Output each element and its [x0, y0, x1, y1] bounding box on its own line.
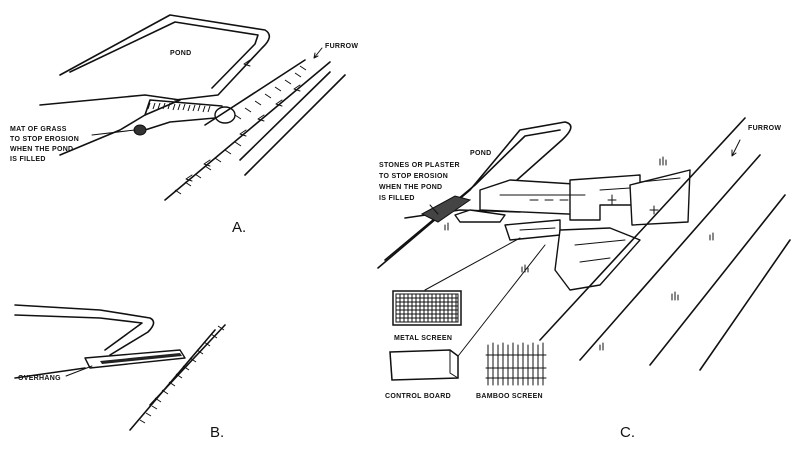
panel-c-note-line-4: IS FILLED	[379, 195, 415, 202]
panel-c-note-line-3: WHEN THE POND	[379, 184, 442, 191]
panel-c-metal-screen-leader	[424, 237, 521, 291]
panel-b: OVERHANG B.	[14, 304, 226, 441]
panel-c-grass-tufts	[444, 156, 714, 351]
panel-a-pond-bank	[39, 94, 181, 156]
panel-c-control-board-label: CONTROL BOARD	[385, 393, 451, 400]
panel-b-furrow-hatch	[139, 325, 225, 424]
panel-b-furrow-bank	[149, 324, 226, 406]
panel-c-metal-screen-label: METAL SCREEN	[394, 335, 452, 342]
panel-c-channel-structure	[454, 169, 691, 291]
panel-c: POND FURROW STONES OR PLASTER TO STOP ER…	[377, 117, 791, 441]
panel-b-overhang-shade	[100, 353, 182, 364]
panel-c-furrow-bank-4	[699, 239, 791, 371]
panel-a-furrow-bank-left	[164, 59, 331, 201]
panel-c-furrow-bank-2	[579, 154, 761, 361]
panel-c-bamboo-screen-label: BAMBOO SCREEN	[476, 393, 543, 400]
panel-c-pond-label: POND	[470, 150, 491, 157]
panel-c-bamboo-screen	[485, 342, 547, 386]
panel-a-grass-mat	[133, 124, 147, 136]
panel-a-pond-label: POND	[170, 50, 191, 57]
panel-a-furrow-arrow	[313, 47, 323, 59]
panel-a-note-line-4: IS FILLED	[10, 156, 46, 163]
panel-a-channel	[144, 99, 223, 131]
panel-c-note-line-2: TO STOP EROSION	[379, 173, 448, 180]
panel-a-note-line-3: WHEN THE POND	[10, 146, 73, 153]
panel-c-control-board	[389, 349, 459, 381]
panel-c-note-leader	[429, 204, 439, 215]
panel-a-letter: A.	[232, 219, 246, 236]
panel-c-note-line-1: STONES OR PLASTER	[379, 162, 460, 169]
panel-a: POND FURROW MAT OF GRASS TO STOP EROSION…	[10, 14, 358, 236]
panel-a-flow-arrows	[185, 59, 301, 182]
panel-c-furrow-arrow	[731, 139, 741, 157]
panel-b-overhang-label: OVERHANG	[18, 375, 61, 382]
panel-a-pond-inner	[69, 21, 259, 89]
panel-c-stones	[420, 195, 472, 223]
panel-c-letter: C.	[620, 424, 635, 441]
panel-b-overhang-leader	[65, 365, 93, 377]
panel-c-control-board-leader	[454, 244, 546, 361]
panel-a-channel-hatch	[147, 102, 211, 113]
panel-c-pond-outline	[377, 121, 572, 269]
panel-c-pond-inner	[384, 129, 561, 261]
panel-c-metal-screen	[392, 290, 462, 326]
panel-c-furrow-bank-3	[649, 194, 786, 366]
panel-a-furrow-bank-right	[239, 71, 346, 176]
panel-b-pond-outline	[14, 304, 155, 356]
panel-a-note-leader	[91, 129, 136, 136]
panel-b-letter: B.	[210, 424, 224, 441]
panel-a-note-line-1: MAT OF GRASS	[10, 126, 67, 133]
panel-a-furrow-label: FURROW	[325, 43, 358, 50]
panel-a-note-line-2: TO STOP EROSION	[10, 136, 79, 143]
panel-c-furrow-label: FURROW	[748, 125, 781, 132]
panel-a-pond-outline	[59, 14, 271, 101]
panel-c-furrow-bank-1	[539, 117, 746, 341]
panel-a-earth-plug	[214, 106, 236, 124]
panel-b-pond-inner	[14, 314, 143, 351]
panel-a-furrow-hatch	[174, 65, 307, 195]
